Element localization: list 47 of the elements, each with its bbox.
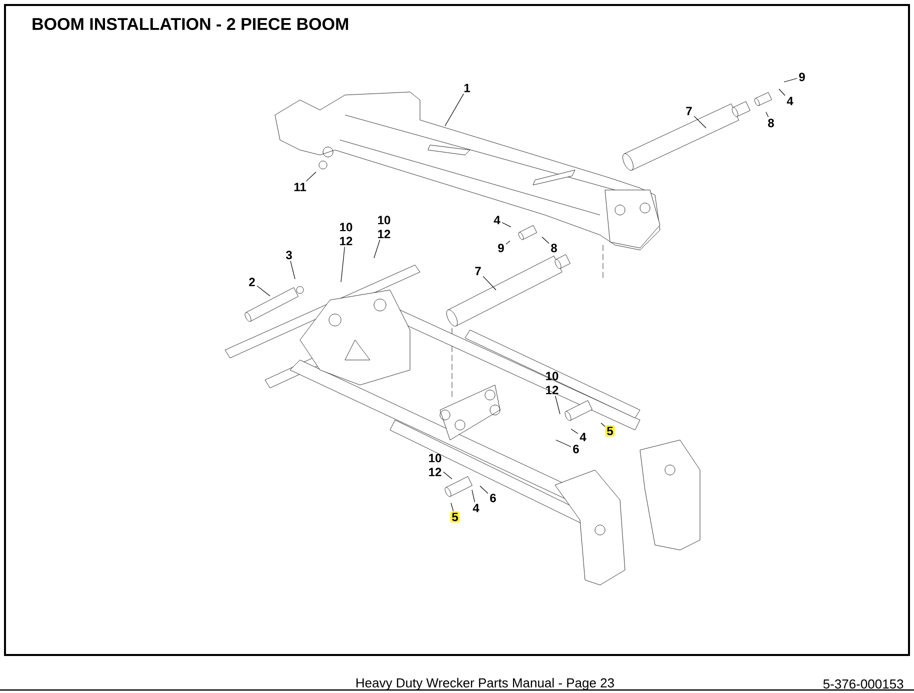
leader-line <box>506 240 510 244</box>
callout-number: 3 <box>286 250 292 260</box>
callout-number: 5 <box>450 511 460 523</box>
callout-number: 8 <box>551 244 557 252</box>
leader-line <box>694 116 706 128</box>
leader-line <box>444 94 464 126</box>
callout-number: 4 <box>494 216 500 224</box>
callout-number: 10 12 <box>340 222 352 246</box>
footer-text: 5-376-000153 <box>823 679 904 689</box>
callout-number: 10 12 <box>378 216 390 238</box>
callout-number: 5 <box>605 425 615 437</box>
leader-line <box>784 78 798 82</box>
leader-line <box>472 490 475 502</box>
callout-number: 11 <box>294 182 306 192</box>
leader-line <box>555 396 560 414</box>
title: BOOM INSTALLATION - 2 PIECE BOOM <box>32 18 348 30</box>
leader-line <box>542 236 550 244</box>
callout-number: 8 <box>768 118 774 128</box>
leader-line <box>256 286 270 296</box>
leader-line <box>600 422 606 427</box>
leader-line <box>374 240 380 258</box>
callout-number: 6 <box>573 444 579 454</box>
callout-number: 10 12 <box>546 372 558 394</box>
leader-line <box>766 112 769 118</box>
leader-line <box>556 440 572 448</box>
callout-number: 1 <box>464 84 470 92</box>
leader-line <box>340 246 345 282</box>
leader-line <box>502 222 512 228</box>
leader-line <box>306 172 316 182</box>
leader-line <box>480 486 488 494</box>
leader-line <box>290 260 296 280</box>
leader-line <box>443 472 452 480</box>
callout-number: 9 <box>799 72 805 82</box>
callout-number: 2 <box>249 278 255 286</box>
callout-number: 4 <box>580 432 586 442</box>
callout-number: 4 <box>472 504 480 512</box>
footer-text: Heavy Duty Wrecker Parts Manual - Page 23 <box>356 678 614 690</box>
callout-number: 4 <box>786 96 794 106</box>
leader-line <box>570 428 578 434</box>
callout-number: 7 <box>475 266 481 276</box>
callout-number: 7 <box>686 106 692 116</box>
leader-line <box>482 276 496 290</box>
callout-number: 6 <box>490 494 496 502</box>
leader-line <box>450 502 454 512</box>
callout-number: 9 <box>498 244 504 252</box>
leader-line <box>778 88 786 96</box>
callout-number: 10 12 <box>429 454 442 476</box>
